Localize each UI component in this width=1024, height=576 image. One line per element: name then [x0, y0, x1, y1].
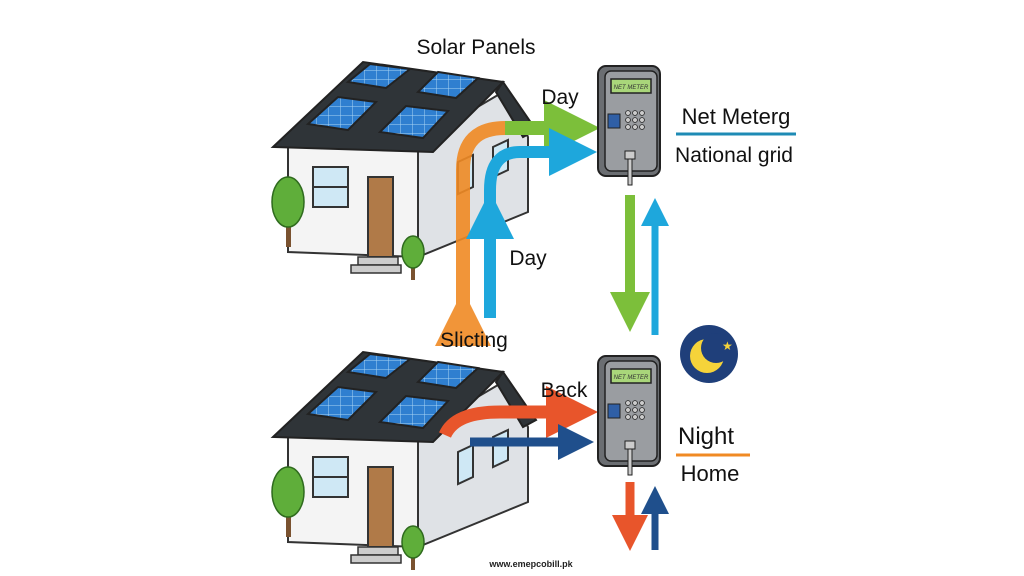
house-icon-night — [271, 351, 537, 571]
national-grid-label: National grid — [675, 144, 793, 167]
red-back-arrow — [439, 386, 598, 439]
star-icon: ★ — [722, 339, 733, 353]
footer-url: www.emepcobill.pk — [488, 559, 573, 569]
net-meter-icon-top: NET METER — [597, 65, 661, 186]
back-label: Back — [541, 379, 588, 402]
net-meter-icon-bottom: NET METER — [597, 355, 661, 476]
meter-screen-text: NET METER — [614, 375, 649, 381]
blue-import-arrow — [484, 128, 597, 318]
slicting-label: Slicting — [440, 329, 508, 352]
day-middle-label: Day — [509, 247, 547, 270]
solar-panels-label: Solar Panels — [416, 36, 535, 59]
net-meter-label: Net Meterg — [682, 104, 791, 129]
meter-screen-text: NET METER — [614, 85, 649, 91]
home-label: Home — [681, 461, 740, 486]
day-top-label: Day — [541, 86, 579, 109]
night-label: Night — [678, 423, 734, 450]
moon-icon: ★ — [680, 325, 738, 383]
orange-flow-arrow — [435, 121, 572, 346]
